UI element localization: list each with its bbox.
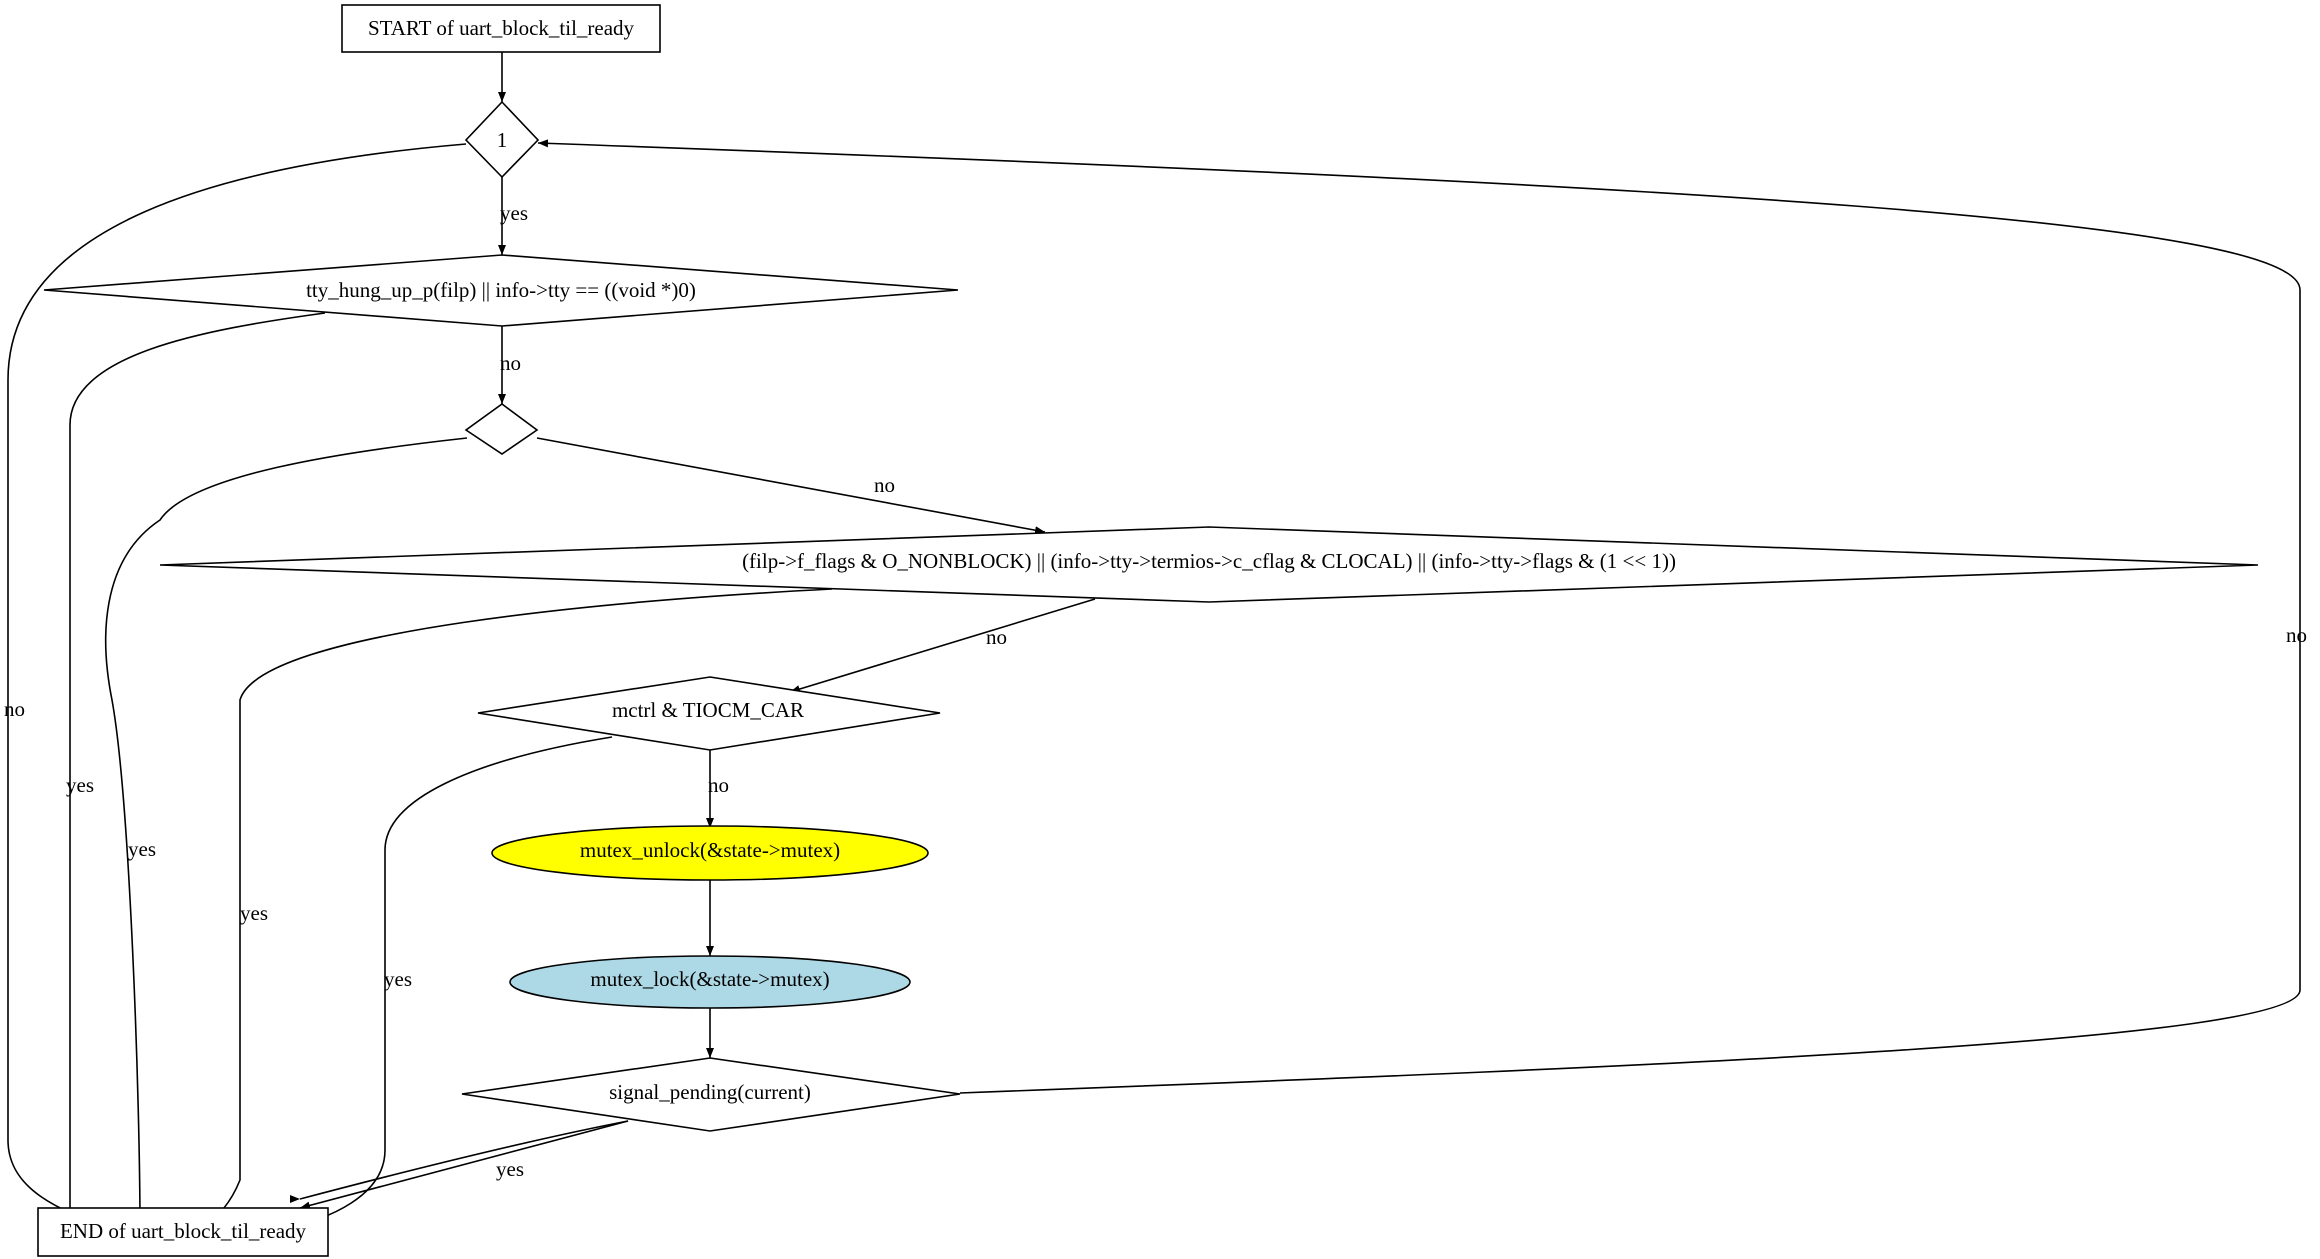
nonblock-condition-node: (filp->f_flags & O_NONBLOCK) || (info->t… <box>159 526 2259 603</box>
edge-signal-yes-tail <box>299 1120 629 1210</box>
mutex-unlock-node: mutex_unlock(&state->mutex) <box>491 825 929 881</box>
signal-pending-condition-label: signal_pending(current) <box>609 1080 811 1104</box>
nonblock-condition-label: (filp->f_flags & O_NONBLOCK) || (info->t… <box>742 549 1676 573</box>
edge-mctrl-yes <box>279 736 613 1232</box>
mutex-lock-node: mutex_lock(&state->mutex) <box>509 955 911 1009</box>
edge-label-mctrl-no: no <box>708 773 729 797</box>
edge-label-mctrl-yes: yes <box>384 967 412 991</box>
hung-up-condition-label: tty_hung_up_p(filp) || info->tty == ((vo… <box>306 278 696 302</box>
edge-loop-no <box>7 143 467 1230</box>
end-node: END of uart_block_til_ready <box>37 1207 329 1257</box>
mctrl-condition-label: mctrl & TIOCM_CAR <box>612 698 804 722</box>
edge-hung-yes <box>66 312 326 1229</box>
edge-label-empty-yes: yes <box>128 837 156 861</box>
edge-label-loop-yes: yes <box>500 201 528 225</box>
edge-label-nonblock-no: no <box>986 625 1007 649</box>
end-node-label: END of uart_block_til_ready <box>60 1219 307 1243</box>
edge-nonblock-no <box>789 598 1096 693</box>
loop-condition-label: 1 <box>497 128 508 152</box>
hung-up-condition-node: tty_hung_up_p(filp) || info->tty == ((vo… <box>43 254 959 327</box>
edge-signal-no <box>537 139 2301 1094</box>
edge-label-nonblock-yes: yes <box>240 901 268 925</box>
loop-condition-node: 1 <box>464 100 540 179</box>
empty-condition-node <box>464 403 539 455</box>
mutex-lock-label: mutex_lock(&state->mutex) <box>590 967 829 991</box>
mutex-unlock-label: mutex_unlock(&state->mutex) <box>580 838 840 862</box>
edge-label-signal-no: no <box>2286 623 2307 647</box>
edge-label-hung-no: no <box>500 351 521 375</box>
edge-empty-no <box>536 437 1046 535</box>
edge-nonblock-yes <box>199 588 833 1230</box>
edge-label-empty-no: no <box>874 473 895 497</box>
edge-label-loop-no: no <box>4 697 25 721</box>
mctrl-condition-node: mctrl & TIOCM_CAR <box>477 676 941 751</box>
edge-signal-yes <box>299 1120 629 1201</box>
start-node-label: START of uart_block_til_ready <box>368 16 635 40</box>
start-node: START of uart_block_til_ready <box>341 4 661 53</box>
edge-empty-yes <box>104 437 468 1230</box>
signal-pending-condition-node: signal_pending(current) <box>461 1057 961 1132</box>
edge-label-signal-yes: yes <box>496 1157 524 1181</box>
edge-label-hung-yes: yes <box>66 773 94 797</box>
